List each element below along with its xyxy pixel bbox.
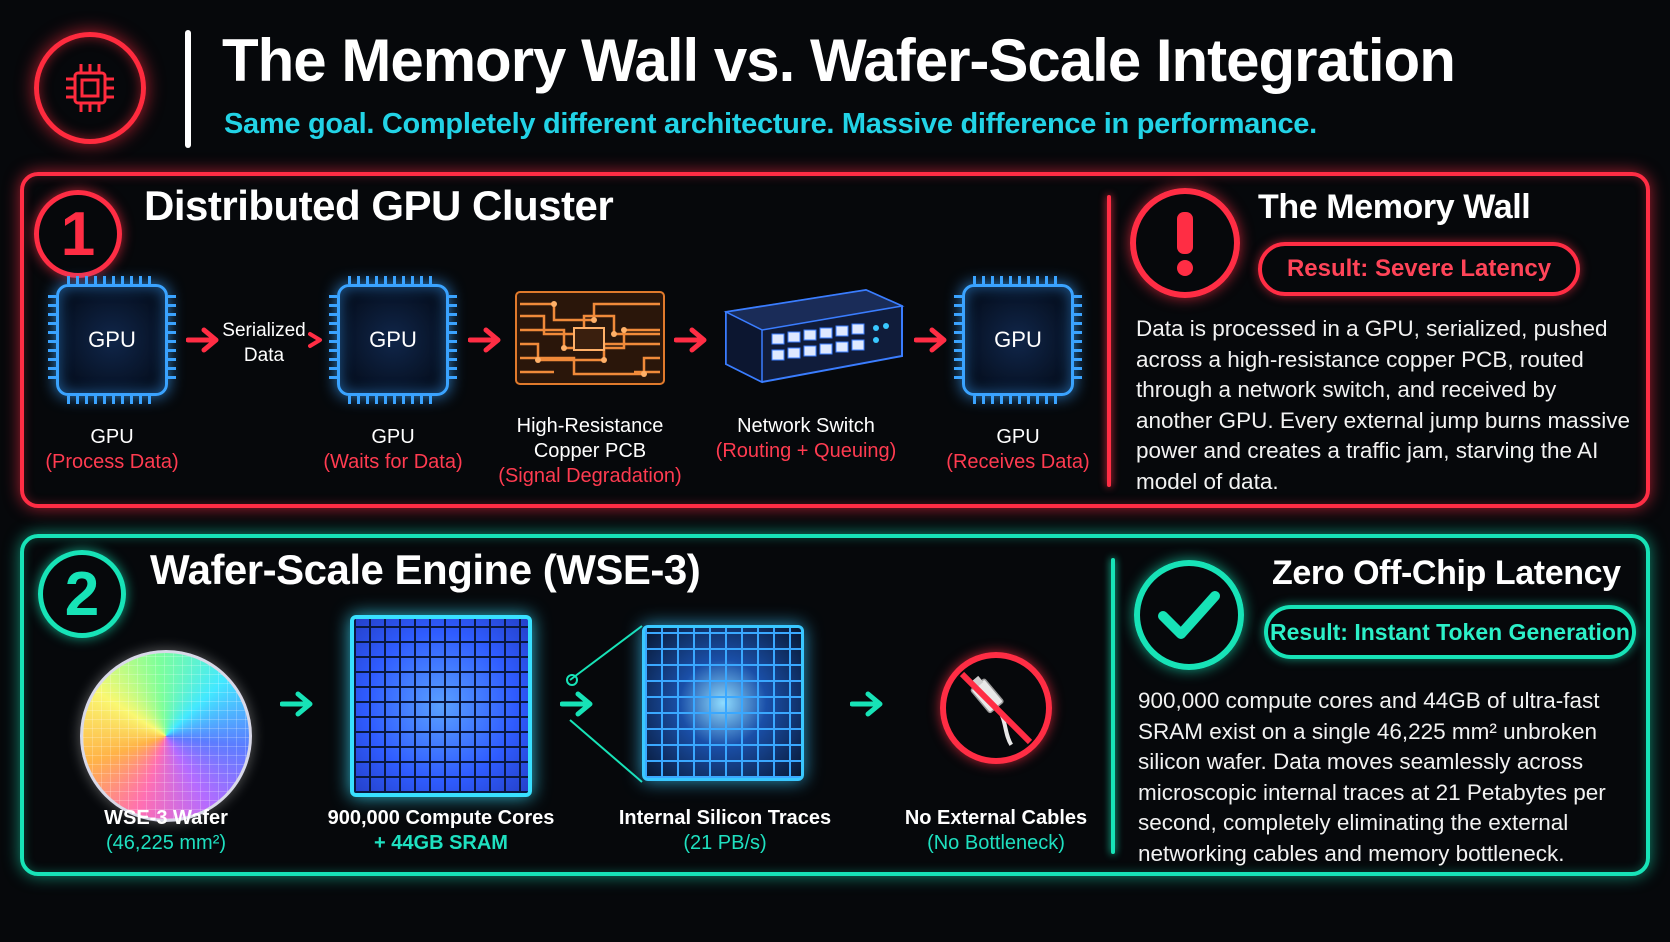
arrow-right-icon xyxy=(850,691,883,717)
no-cable-icon xyxy=(940,652,1052,764)
arrow-right-icon xyxy=(186,327,219,353)
silicon-traces-icon xyxy=(642,625,804,781)
wafer-sub: (46,225 mm²) xyxy=(105,832,227,854)
wafer-scale-panel xyxy=(20,534,1650,876)
gpu-chip-icon: GPU xyxy=(962,284,1074,396)
severe-latency-badge: Result: Severe Latency xyxy=(1258,242,1580,296)
switch-sub: (Routing + Queuing) xyxy=(715,440,897,462)
gpu-chip-icon: GPU xyxy=(337,284,449,396)
gpu2-title: GPU xyxy=(371,426,415,448)
arrow-small-icon xyxy=(308,332,322,348)
wafer-icon xyxy=(80,650,252,822)
no-cables-sub: (No Bottleneck) xyxy=(927,832,1065,854)
header-divider xyxy=(185,30,191,148)
section1-title: Distributed GPU Cluster xyxy=(144,182,614,229)
section2-title: Wafer-Scale Engine (WSE-3) xyxy=(150,546,701,593)
serialized-label: Serialized xyxy=(222,320,306,341)
arrow-right-icon xyxy=(560,691,593,717)
traces-title: Internal Silicon Traces xyxy=(618,807,832,829)
copper-pcb-icon xyxy=(515,291,665,385)
memory-wall-title: The Memory Wall xyxy=(1258,188,1531,226)
gpu-chip-icon: GPU xyxy=(56,284,168,396)
arrow-right-icon xyxy=(674,327,707,353)
gpu-chip-text: GPU xyxy=(994,327,1042,352)
pcb-label: High-Resistance Copper PCB (Signal Degra… xyxy=(498,414,682,489)
cores-label: 900,000 Compute Cores + 44GB SRAM xyxy=(316,806,566,856)
no-cables-title: No External Cables xyxy=(904,807,1088,829)
gpu1-label: GPU (Process Data) xyxy=(32,425,192,475)
page-title: The Memory Wall vs. Wafer-Scale Integrat… xyxy=(222,27,1456,94)
gpu3-sub: (Receives Data) xyxy=(946,451,1090,473)
chip-logo-icon xyxy=(34,32,146,144)
page-subtitle: Same goal. Completely different architec… xyxy=(224,108,1317,140)
compute-cores-icon xyxy=(350,615,532,797)
wafer-label: WSE-3 Wafer (46,225 mm²) xyxy=(70,806,262,856)
alert-icon xyxy=(1130,188,1240,298)
data-label: Data xyxy=(243,345,285,366)
traces-label: Internal Silicon Traces (21 PB/s) xyxy=(614,806,836,856)
serialized-data-label: Serialized Data xyxy=(218,318,310,368)
cores-sub: + 44GB SRAM xyxy=(374,832,508,854)
pcb-title-2: Copper PCB xyxy=(533,440,647,462)
wafer-scale-description: 900,000 compute cores and 44GB of ultra-… xyxy=(1138,688,1606,866)
gpu-chip-text: GPU xyxy=(88,327,136,352)
zero-latency-title: Zero Off-Chip Latency xyxy=(1272,554,1621,592)
cpu-icon xyxy=(66,64,114,112)
switch-label: Network Switch (Routing + Queuing) xyxy=(714,414,898,464)
gpu2-sub: (Waits for Data) xyxy=(323,451,463,473)
gpu-cluster-panel xyxy=(20,172,1650,508)
cores-title: 900,000 Compute Cores xyxy=(327,807,555,829)
traces-sub: (21 PB/s) xyxy=(683,832,767,854)
gpu1-sub: (Process Data) xyxy=(45,451,179,473)
memory-wall-description: Data is processed in a GPU, serialized, … xyxy=(1136,316,1630,494)
gpu3-title: GPU xyxy=(996,426,1040,448)
network-switch-icon xyxy=(723,288,905,384)
gpu-chip-text: GPU xyxy=(369,327,417,352)
section2-number: 2 xyxy=(38,550,126,638)
checkmark-icon xyxy=(1134,560,1244,670)
section2-divider xyxy=(1111,558,1115,854)
arrow-right-icon xyxy=(914,327,947,353)
instant-token-badge: Result: Instant Token Generation xyxy=(1264,605,1636,659)
arrow-right-icon xyxy=(280,691,313,717)
gpu3-label: GPU (Receives Data) xyxy=(935,425,1101,475)
zoom-lines-icon xyxy=(566,625,643,783)
no-cables-label: No External Cables (No Bottleneck) xyxy=(894,806,1098,856)
pcb-sub: (Signal Degradation) xyxy=(498,465,682,487)
wafer-title: WSE-3 Wafer xyxy=(104,807,228,829)
arrow-right-icon xyxy=(468,327,501,353)
section1-number: 1 xyxy=(34,190,122,278)
switch-title: Network Switch xyxy=(737,415,875,437)
gpu1-title: GPU xyxy=(90,426,134,448)
pcb-title-1: High-Resistance xyxy=(516,415,664,437)
section1-divider xyxy=(1107,195,1111,487)
gpu2-label: GPU (Waits for Data) xyxy=(311,425,475,475)
